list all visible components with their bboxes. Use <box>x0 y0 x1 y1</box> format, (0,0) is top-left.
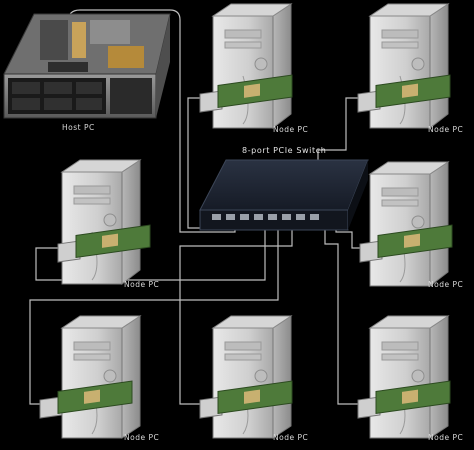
node-pc-label-bottom-left: Node PC <box>124 433 160 442</box>
node-pc-label-top-right: Node PC <box>428 125 464 134</box>
node-pc-label-bottom-right: Node PC <box>428 433 464 442</box>
switch-ports <box>212 214 319 220</box>
card-top-right <box>357 74 451 113</box>
cable-bottom-right <box>324 222 365 405</box>
pcie-switch <box>199 159 369 231</box>
card-bottom-left <box>39 380 133 419</box>
node-pc-mid-left <box>60 159 142 286</box>
card-host <box>199 74 293 113</box>
node-pc-label-mid-left: Node PC <box>124 280 160 289</box>
node-pc-label-mid-right: Node PC <box>428 280 464 289</box>
switch-label: 8-port PCIe Switch <box>242 146 327 155</box>
node-pc-label-bottom-center: Node PC <box>273 433 309 442</box>
node-pc-bottom-right <box>368 315 450 439</box>
card-bottom-center <box>199 380 293 419</box>
node-pc-bottom-center <box>211 315 293 439</box>
card-mid-left <box>57 224 151 263</box>
card-mid-right <box>359 224 453 263</box>
cable-bottom-left <box>29 222 279 405</box>
pcie-cards <box>39 74 453 419</box>
host-pc <box>3 13 171 119</box>
node-pc-top-center <box>211 3 293 130</box>
cables <box>29 9 372 405</box>
node-pc-bottom-left <box>60 315 142 439</box>
host-pc-label: Host PC <box>62 123 95 132</box>
node-pc-top-right <box>368 3 450 130</box>
card-bottom-right <box>357 380 451 419</box>
node-pc-label-top-center: Node PC <box>273 125 309 134</box>
cable-mid-left <box>35 222 266 281</box>
cable-bottom-center <box>179 222 293 405</box>
node-pc-mid-right <box>368 161 450 288</box>
